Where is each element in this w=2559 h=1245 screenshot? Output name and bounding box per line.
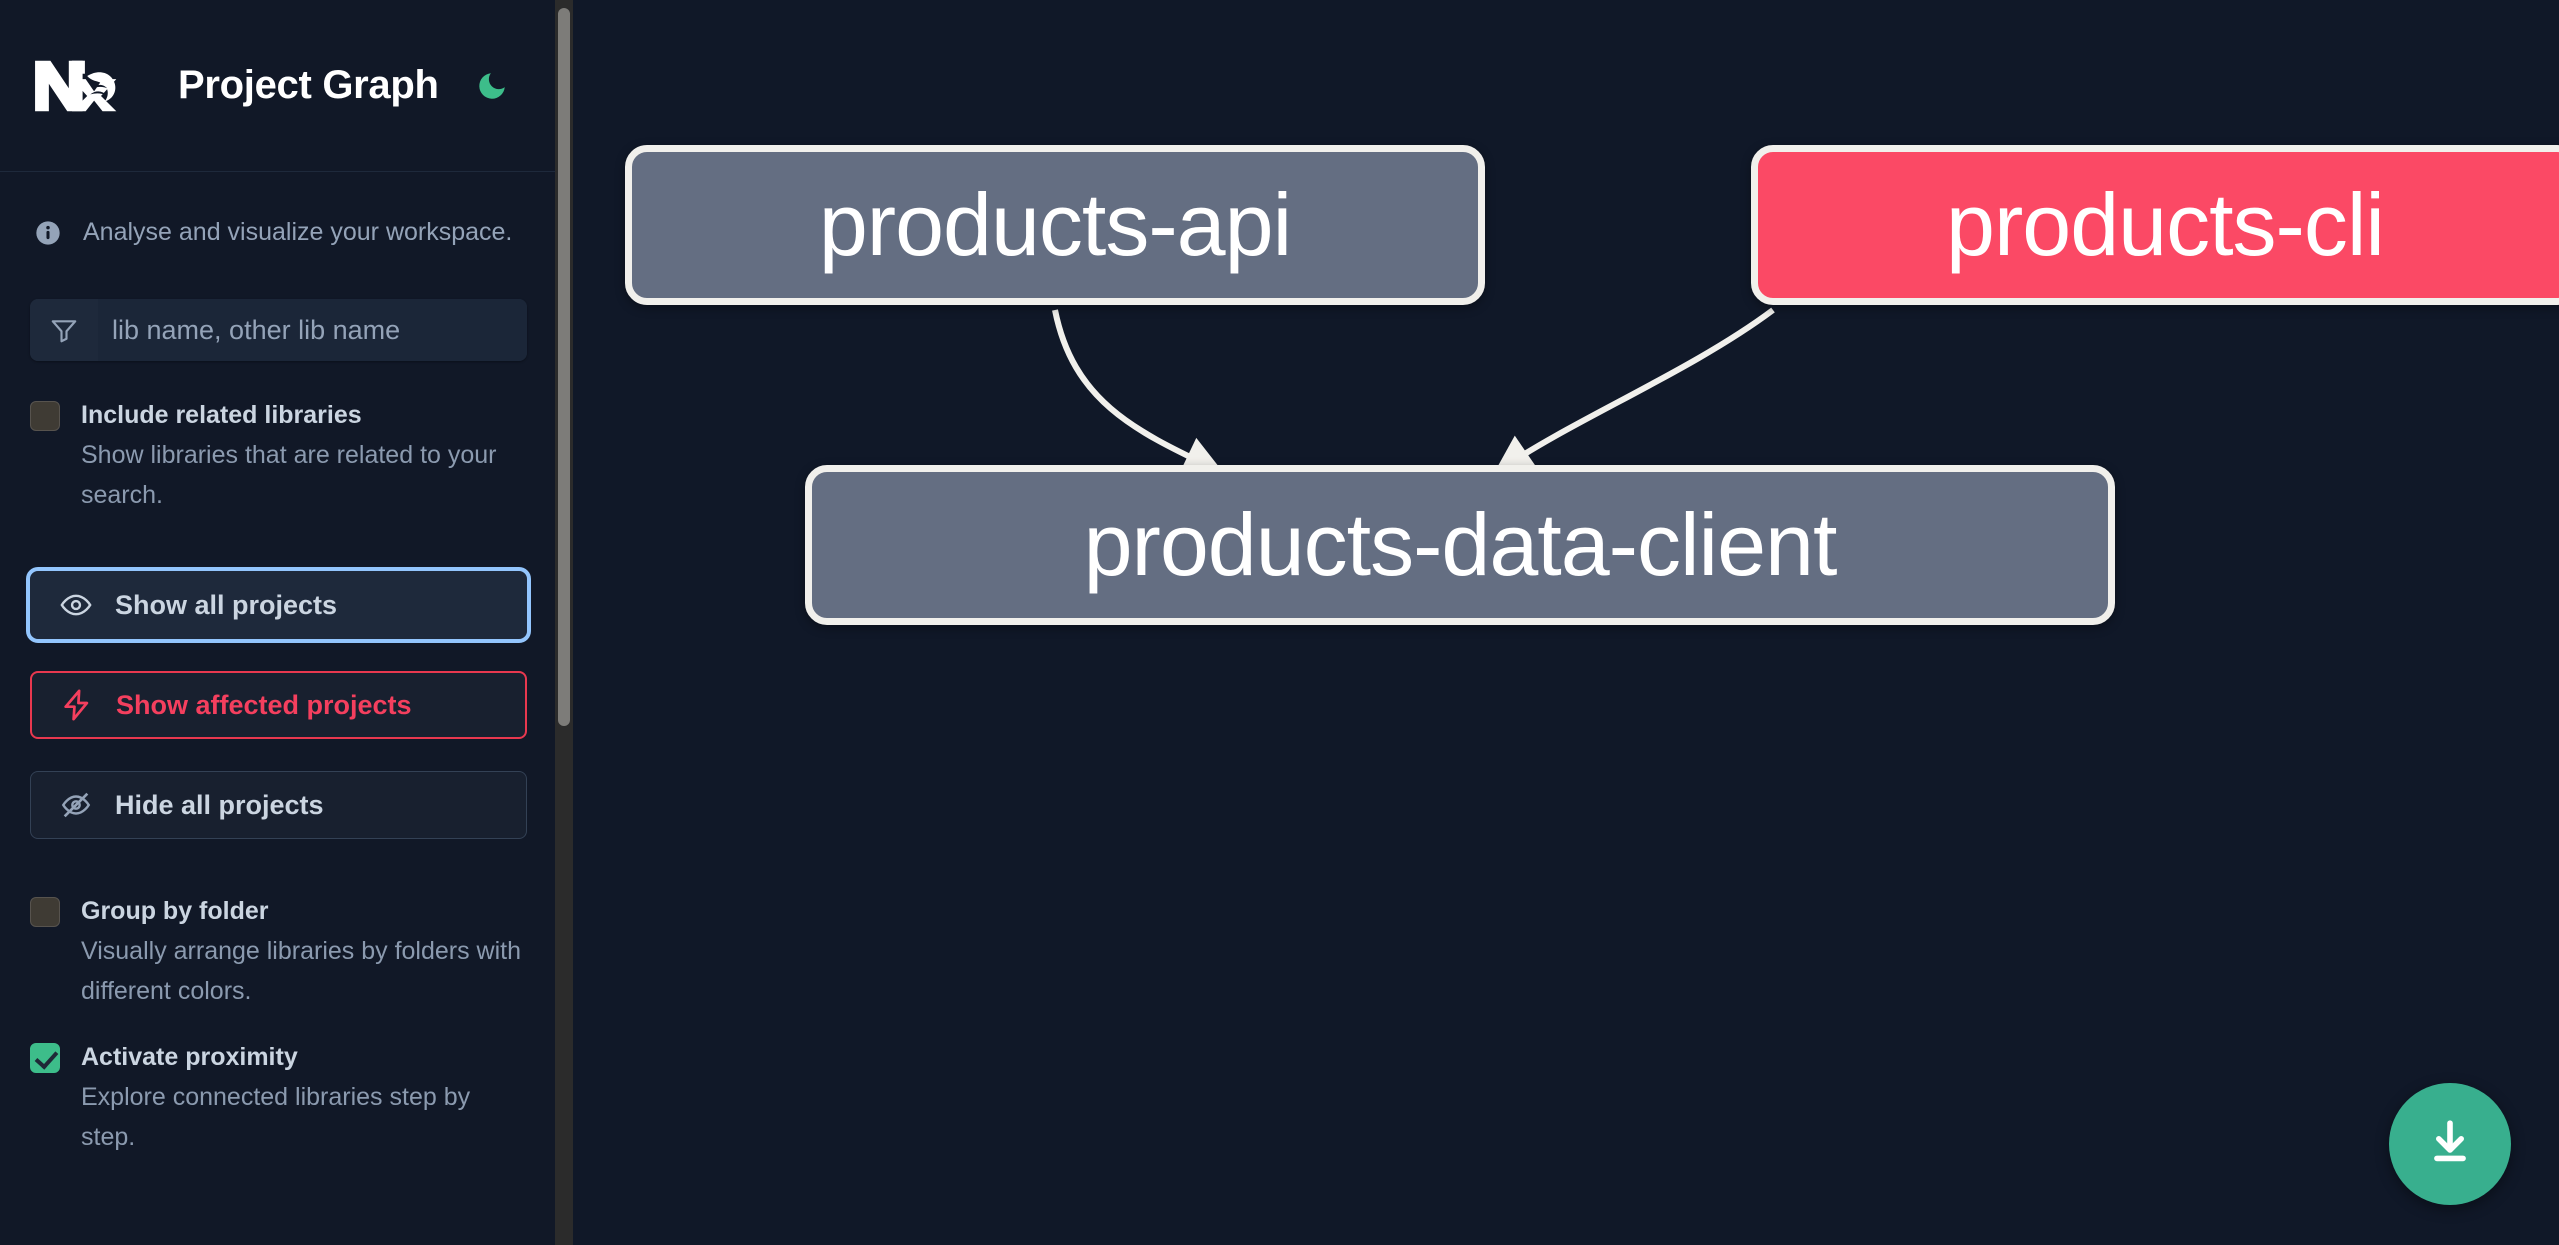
funnel-filter-icon	[30, 299, 98, 361]
nx-logo-icon	[32, 56, 124, 116]
show-affected-projects-label: Show affected projects	[116, 689, 412, 720]
option-texts: Activate proximity Explore connected lib…	[81, 1037, 521, 1157]
eye-slash-icon	[59, 788, 93, 822]
hide-all-projects-button[interactable]: Hide all projects	[30, 771, 527, 839]
sidebar-header: Project Graph	[0, 0, 555, 172]
download-icon	[2422, 1115, 2478, 1174]
lightning-bolt-icon	[60, 688, 94, 722]
info-circle-icon	[34, 219, 62, 247]
moon-icon[interactable]	[475, 67, 509, 105]
option-texts: Include related libraries Show libraries…	[81, 395, 521, 515]
eye-icon	[59, 588, 93, 622]
filter-search-row[interactable]	[30, 299, 527, 361]
show-affected-projects-button[interactable]: Show affected projects	[30, 671, 527, 739]
group-by-folder-checkbox[interactable]	[30, 897, 60, 927]
sidebar-scroll-area[interactable]: Project Graph Analyse and visualize yo	[0, 0, 573, 1245]
hide-all-projects-label: Hide all projects	[115, 789, 324, 820]
graph-node-label: products-data-client	[1083, 495, 1838, 594]
sidebar-scrollbar[interactable]	[555, 0, 573, 1245]
option-title: Include related libraries	[81, 401, 362, 429]
search-input[interactable]	[98, 299, 527, 361]
download-graph-button[interactable]	[2389, 1083, 2511, 1205]
graph-canvas[interactable]: products-api products-cli products-data-…	[573, 0, 2559, 1245]
option-description: Explore connected libraries step by step…	[81, 1083, 471, 1151]
graph-node-label: products-api	[818, 175, 1292, 274]
show-all-projects-button[interactable]: Show all projects	[26, 567, 531, 643]
option-texts: Group by folder Visually arrange librari…	[81, 891, 521, 1011]
option-include-related-libraries[interactable]: Include related libraries Show libraries…	[0, 395, 555, 515]
option-title: Group by folder	[81, 897, 269, 925]
graph-node-products-data-client[interactable]: products-data-client	[805, 465, 2115, 625]
workspace-info-text: Analyse and visualize your workspace.	[83, 218, 513, 246]
show-all-projects-label: Show all projects	[115, 589, 338, 620]
page-title: Project Graph	[178, 63, 439, 107]
graph-node-products-api[interactable]: products-api	[625, 145, 1485, 305]
option-description: Show libraries that are related to your …	[81, 441, 497, 509]
graph-node-products-cli[interactable]: products-cli	[1751, 145, 2559, 305]
sidebar-scrollbar-thumb[interactable]	[558, 8, 570, 726]
activate-proximity-checkbox[interactable]	[30, 1043, 60, 1073]
edge-products-api-to-data-client	[1052, 309, 1224, 475]
option-description: Visually arrange libraries by folders wi…	[81, 937, 522, 1005]
option-title: Activate proximity	[81, 1043, 298, 1071]
edge-products-cli-to-data-client	[1493, 307, 1775, 475]
workspace-info: Analyse and visualize your workspace.	[0, 172, 555, 247]
include-related-libraries-checkbox[interactable]	[30, 401, 60, 431]
sidebar: Project Graph Analyse and visualize yo	[0, 0, 573, 1245]
option-group-by-folder[interactable]: Group by folder Visually arrange librari…	[0, 891, 555, 1011]
graph-node-label: products-cli	[1946, 175, 2385, 274]
option-activate-proximity[interactable]: Activate proximity Explore connected lib…	[0, 1037, 555, 1157]
